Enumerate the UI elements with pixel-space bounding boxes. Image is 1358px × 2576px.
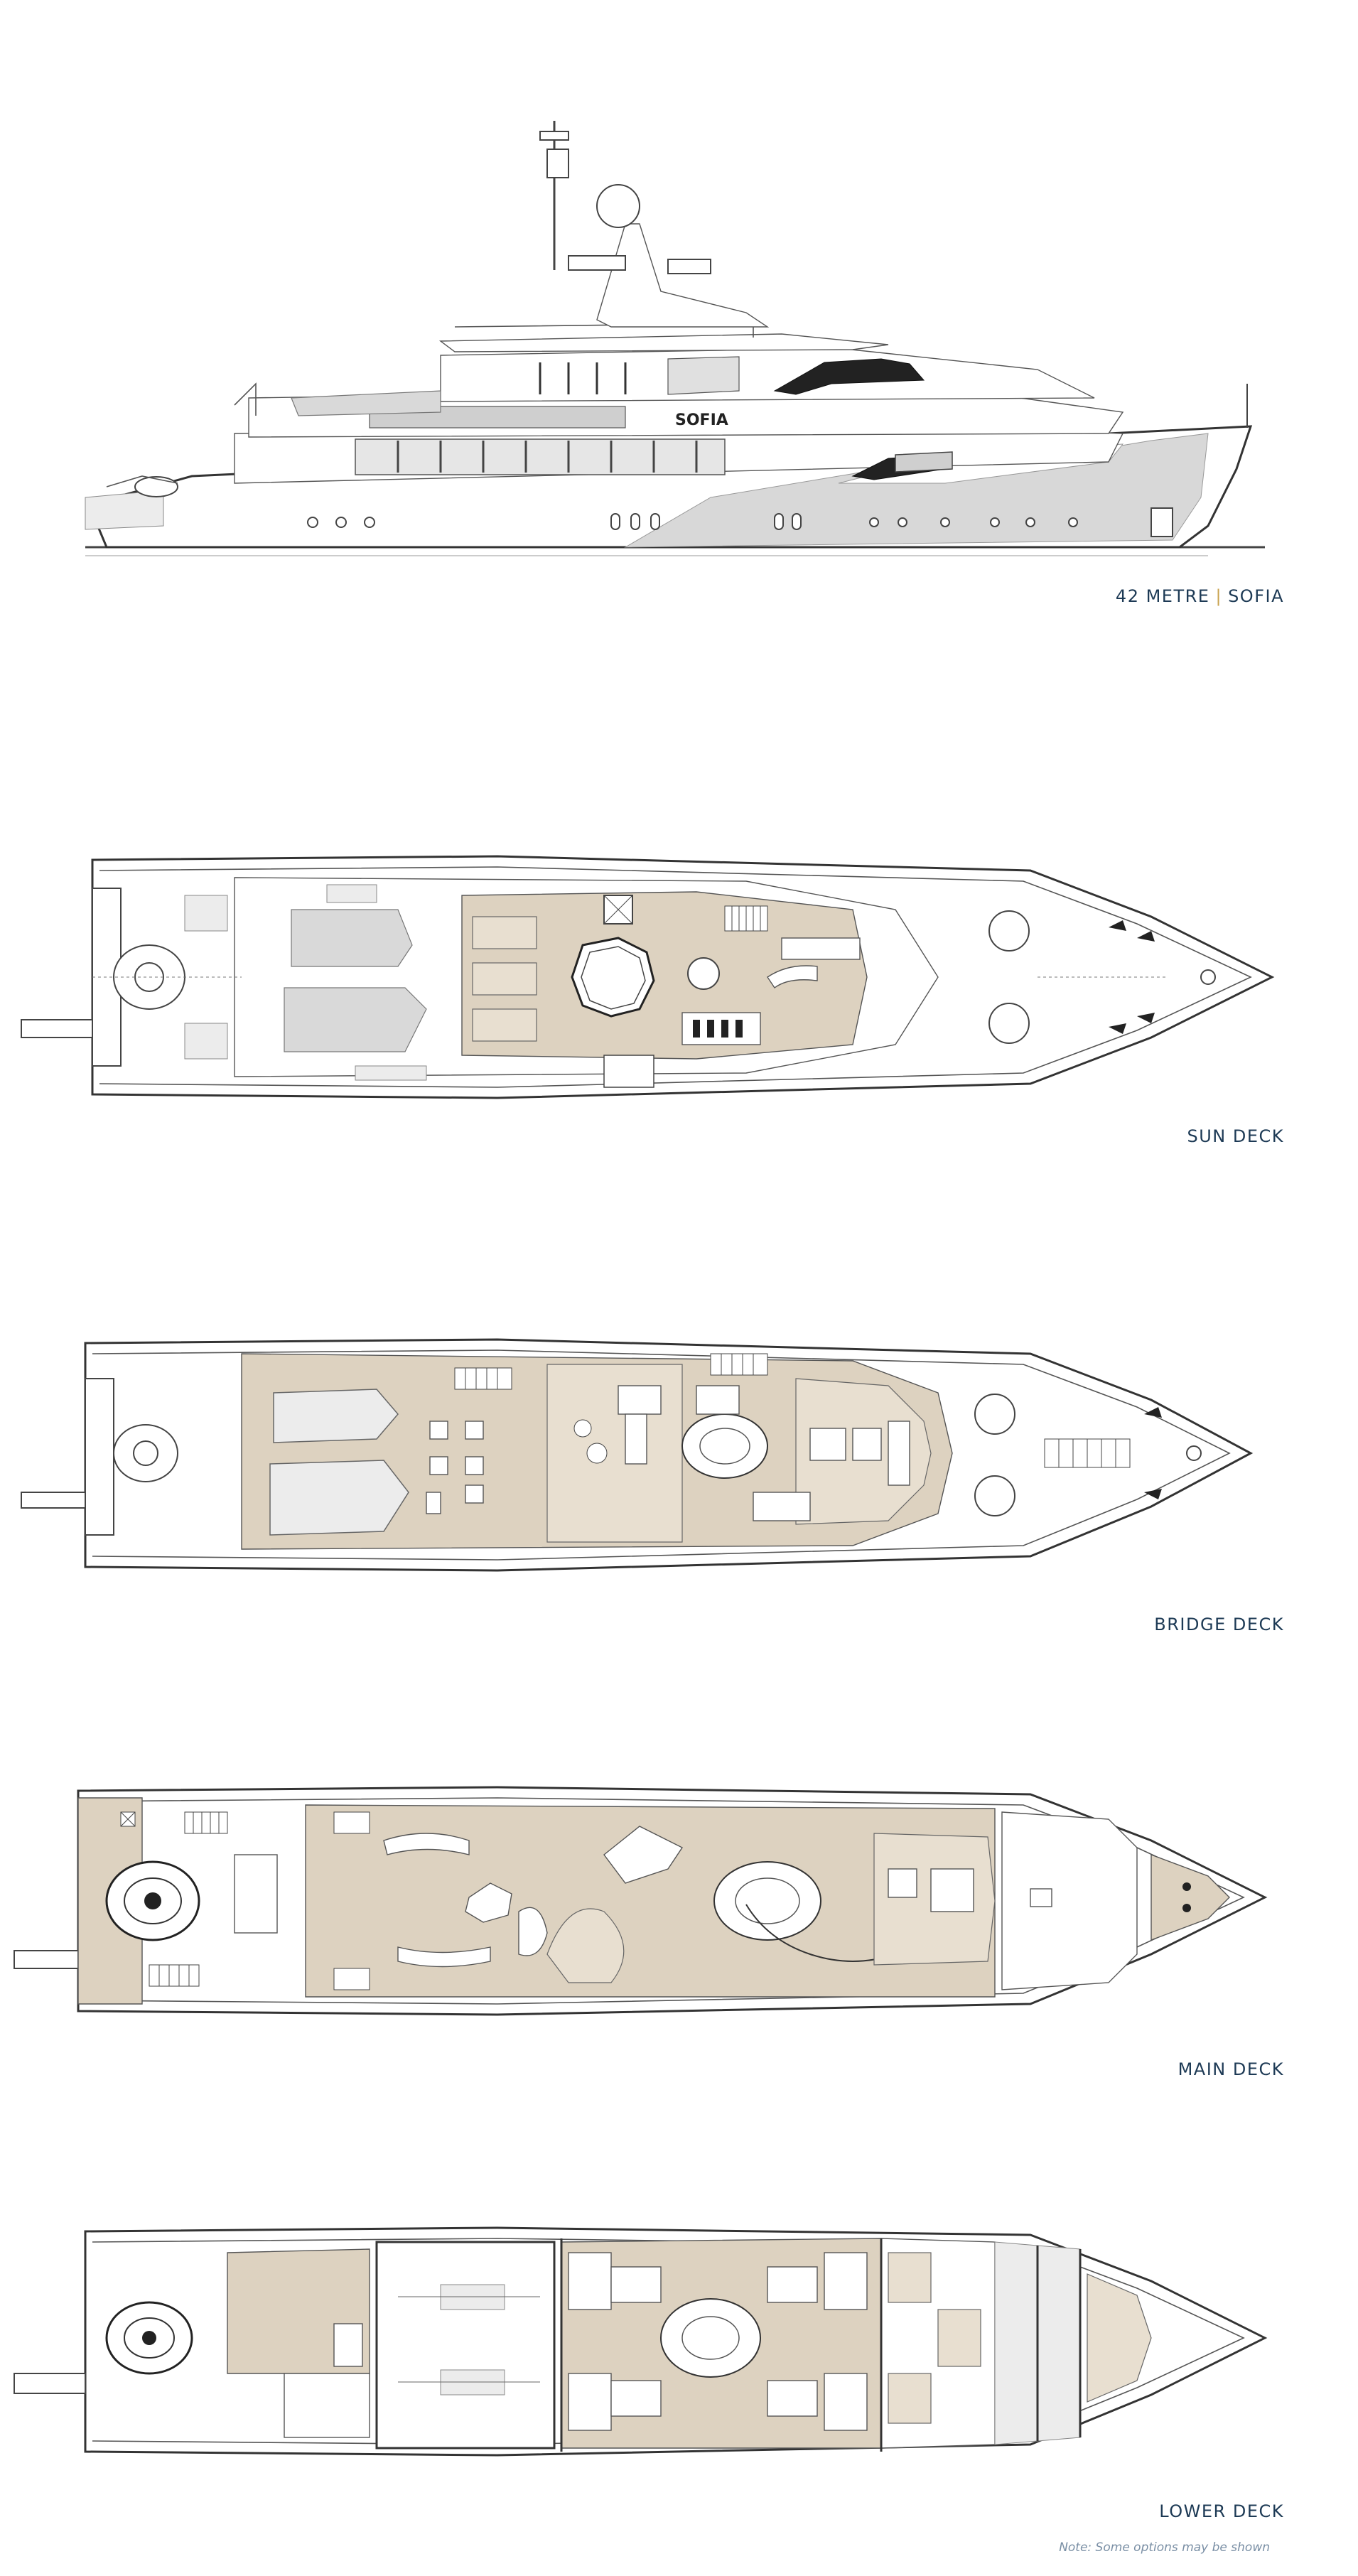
lower-deck-label: LOWER DECK [1159,2501,1284,2521]
yacht-profile-drawing: SOFIA [85,121,1265,556]
caption-size: 42 METRE [1115,586,1210,606]
main-deck-label: MAIN DECK [1178,2059,1284,2079]
main-deck-plan [14,1786,1268,2016]
hull-name-text: SOFIA [675,411,728,429]
lower-deck-plan [14,2226,1268,2457]
caption-separator: | [1215,586,1223,606]
options-note: Note: Some options may be shown [1059,2540,1270,2555]
bridge-deck-plan [21,1338,1254,1572]
sun-deck-plan [21,855,1275,1099]
caption-yacht-name: SOFIA [1228,586,1284,606]
sun-deck-label: SUN DECK [1187,1126,1284,1146]
bridge-deck-label: BRIDGE DECK [1154,1615,1284,1634]
profile-caption: 42 METRE|SOFIA [1116,586,1284,606]
